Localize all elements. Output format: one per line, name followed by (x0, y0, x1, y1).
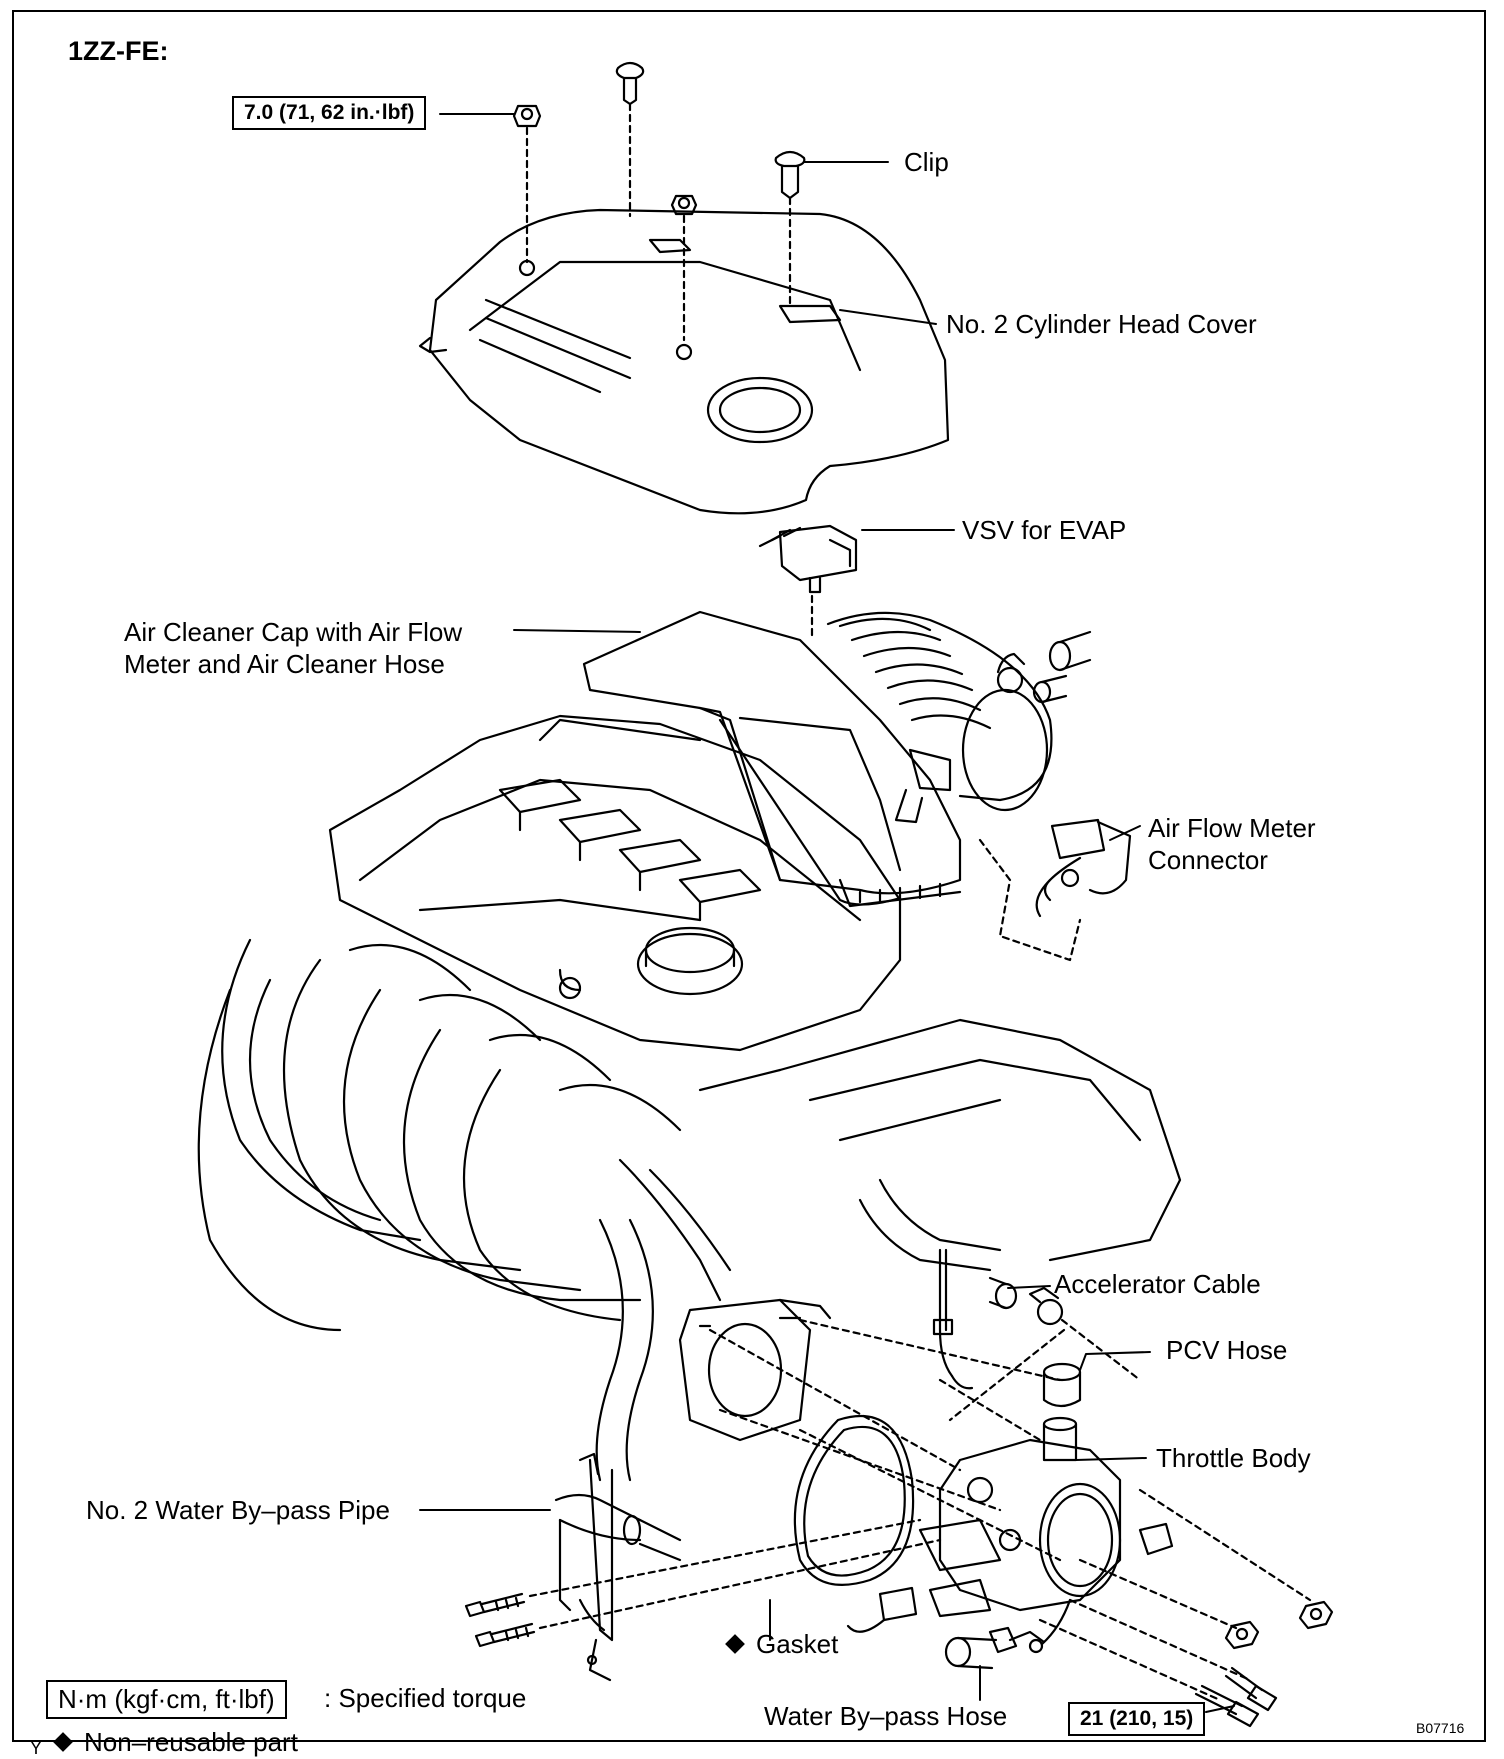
throttle-body (918, 1416, 1174, 1618)
afm-connector-label-line2: Connector (1148, 845, 1268, 875)
cylinder-head-cover (418, 208, 950, 515)
torque-spec-nut: 7.0 (71, 62 in.·lbf) (232, 96, 427, 130)
top-bolt (615, 61, 645, 106)
pcv-hose-label: PCV Hose (1166, 1335, 1288, 1365)
vsv-label: VSV for EVAP (962, 515, 1127, 545)
nonreusable-diamond-icon (725, 1634, 745, 1655)
engine-assembly (197, 714, 1182, 1482)
accelerator-cable-label: Accelerator Cable (1054, 1269, 1261, 1299)
legend-torque-box: N·m (kgf·cm, ft·lbf) (46, 1680, 287, 1719)
intake-flange (678, 1298, 832, 1442)
throttle-connector-left (846, 1586, 918, 1633)
nut-right-upper (1298, 1600, 1334, 1630)
air-cleaner-label-line1: Air Cleaner Cap with Air Flow (124, 617, 463, 647)
nonreusable-diamond-icon (53, 1732, 73, 1753)
vsv-evap (758, 524, 858, 594)
pcv-hose (1042, 1362, 1082, 1408)
gasket-text: Gasket (756, 1629, 839, 1659)
figure-id: B07716 (1416, 1720, 1465, 1736)
clip-fastener (774, 150, 806, 200)
center-nut (670, 194, 698, 216)
clip-label: Clip (904, 147, 949, 177)
bolt-right-lower (1194, 1684, 1260, 1728)
water-bypass-hose-label: Water By–pass Hose (764, 1701, 1008, 1731)
legend-nonreusable-text: Non–reusable part (84, 1727, 298, 1757)
cylinder-head-cover-label: No. 2 Cylinder Head Cover (946, 309, 1257, 339)
legend-nonreusable: Non–reusable part (53, 1726, 298, 1758)
air-flow-meter-connector (1035, 818, 1132, 918)
accelerator-cable (932, 1248, 1064, 1390)
afm-connector-label-line1: Air Flow Meter (1148, 813, 1316, 843)
air-cleaner-cap (582, 610, 1053, 908)
air-cleaner-label-line2: Meter and Air Cleaner Hose (124, 649, 445, 679)
water-bypass-pipe (554, 1452, 682, 1682)
legend-y-mark: Y (30, 1738, 43, 1758)
gasket (793, 1415, 915, 1587)
leader-lines (419, 113, 1235, 1713)
water-bypass-hose (944, 1598, 1072, 1670)
bolt-left-2 (474, 1622, 536, 1648)
nut-right-middle (1224, 1620, 1260, 1650)
legend-torque-text: : Specified torque (324, 1683, 527, 1713)
bolt-right-upper (1224, 1666, 1278, 1712)
torque-nut (512, 104, 542, 128)
torque-spec-bolt: 21 (210, 15) (1068, 1702, 1206, 1736)
hose-clamp-upper (996, 652, 1026, 694)
water-bypass-pipe-label: No. 2 Water By–pass Pipe (86, 1495, 390, 1525)
small-hoses (1032, 630, 1092, 704)
figure-frame (12, 10, 1486, 1742)
gasket-label: Gasket (725, 1628, 839, 1660)
bolt-left-1 (464, 1592, 526, 1618)
engine-code: 1ZZ-FE: (68, 36, 169, 66)
throttle-body-label: Throttle Body (1156, 1443, 1311, 1473)
